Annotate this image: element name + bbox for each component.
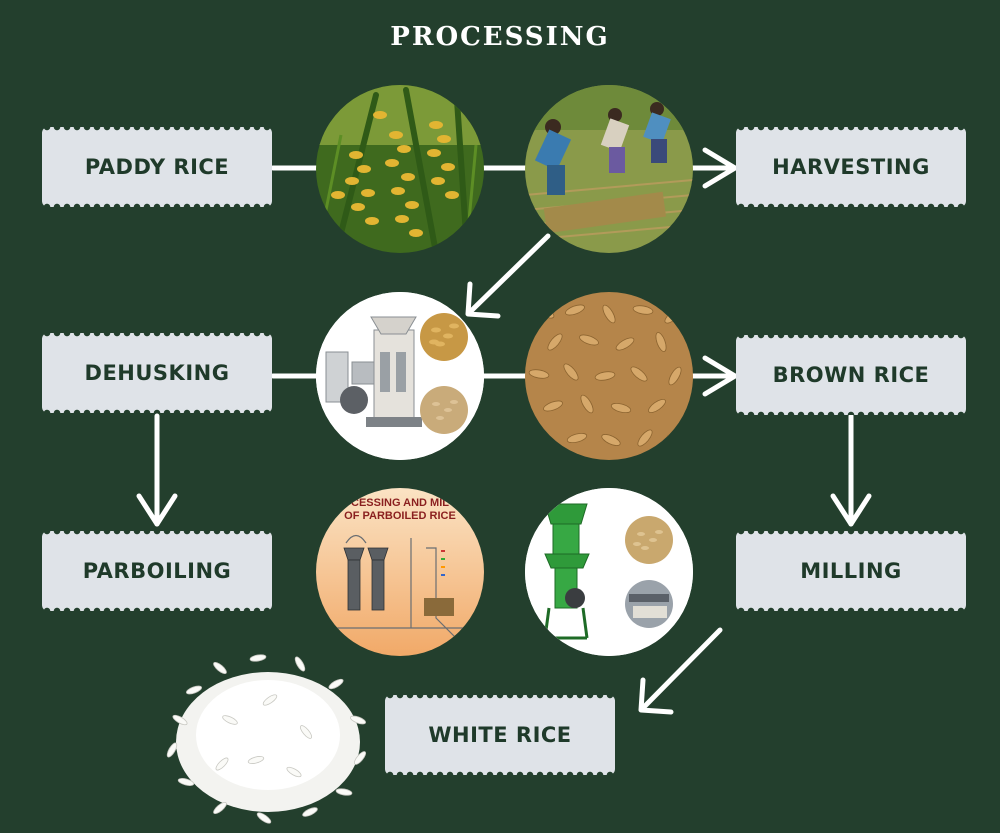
arrow-head-brown (702, 355, 738, 397)
paddy-rice-image (316, 85, 484, 253)
step-white-rice: WHITE RICE (385, 695, 615, 775)
arrow-head-harvesting (702, 147, 738, 189)
connector-harvest-dehusk (467, 233, 551, 315)
arrow-head-milling (830, 493, 872, 527)
harvesting-image (525, 85, 693, 253)
step-dehusking: DEHUSKING (42, 333, 272, 413)
step-milling: MILLING (736, 531, 966, 611)
step-paddy-rice: PADDY RICE (42, 127, 272, 207)
connector-milling-white (640, 627, 723, 711)
arrow-head-dehusk (465, 281, 501, 319)
milling-machine-image (525, 488, 693, 656)
parboil-image-heading-2: OF PARBOILED RICE (344, 510, 456, 522)
arrow-head-parboil (136, 493, 178, 527)
step-parboiling: PARBOILING (42, 531, 272, 611)
step-label: MILLING (800, 559, 902, 583)
step-label: HARVESTING (772, 155, 930, 179)
parboil-image-heading-1: CESSING AND MIL (351, 497, 449, 509)
page-title: PROCESSING (390, 22, 610, 52)
step-label: PARBOILING (82, 559, 232, 583)
dehusking-machine-image (316, 292, 484, 460)
step-label: BROWN RICE (772, 363, 930, 387)
step-brown-rice: BROWN RICE (736, 335, 966, 415)
step-label: DEHUSKING (84, 361, 230, 385)
brown-rice-image (525, 292, 693, 460)
step-harvesting: HARVESTING (736, 127, 966, 207)
white-rice-pile-image (160, 640, 380, 825)
step-label: PADDY RICE (84, 155, 230, 179)
parboiling-process-image: CESSING AND MIL OF PARBOILED RICE (316, 488, 484, 656)
step-label: WHITE RICE (428, 723, 572, 747)
arrow-head-white (638, 677, 674, 715)
